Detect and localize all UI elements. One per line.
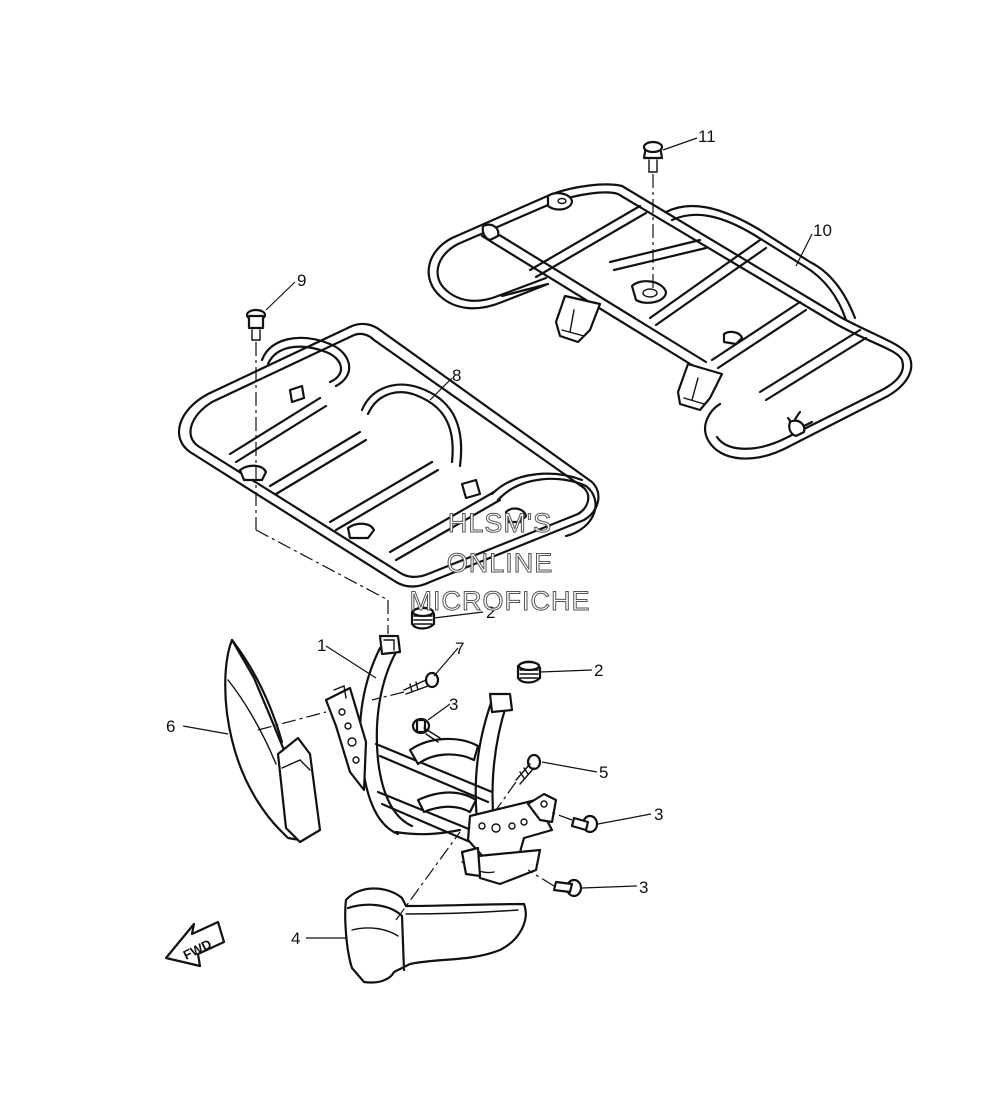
callout-labels: 1 2 2 3 3 3 4 5 6 7 8 9 10 11 [166,127,832,948]
watermark-line-3: MICROFICHE [410,586,591,616]
screw-7[interactable] [371,671,440,701]
bolt-3-upper[interactable] [411,717,441,743]
damper-2-upper[interactable] [410,606,436,630]
forward-direction-arrow: FWD [164,920,226,968]
bolt-3-lower[interactable] [527,869,583,898]
callout-1: 1 [317,636,326,655]
callout-11: 11 [698,127,716,146]
watermark-line-2: ONLINE [447,548,554,578]
callout-4: 4 [291,929,300,948]
rear-carrier-rack[interactable] [427,183,913,460]
leader-lines [182,137,813,939]
callout-8: 8 [452,366,461,385]
damper-2-lower[interactable] [516,660,542,684]
callout-5: 5 [599,763,608,782]
callout-10: 10 [813,221,832,240]
bumper-cover-6[interactable] [224,638,327,844]
screw-5[interactable] [495,753,542,811]
callout-9: 9 [297,271,306,290]
callout-7: 7 [455,639,464,658]
watermark-line-1: HLSM'S [448,508,552,538]
bolt-3-middle[interactable] [549,811,599,834]
front-guard-frame[interactable] [324,634,558,886]
bumper-cover-4[interactable] [344,831,527,984]
watermark: HLSM'S ONLINE MICROFICHE [409,508,591,617]
flange-bolt-11[interactable] [642,140,664,290]
callout-6: 6 [166,717,175,736]
flange-bolt-9[interactable] [245,308,389,634]
callout-3-upper: 3 [449,695,458,714]
callout-2-upper: 2 [486,603,495,622]
callout-3-middle: 3 [654,805,663,824]
callout-3-lower: 3 [639,878,648,897]
callout-2-lower: 2 [594,661,603,680]
front-carrier-rack[interactable] [177,322,600,588]
